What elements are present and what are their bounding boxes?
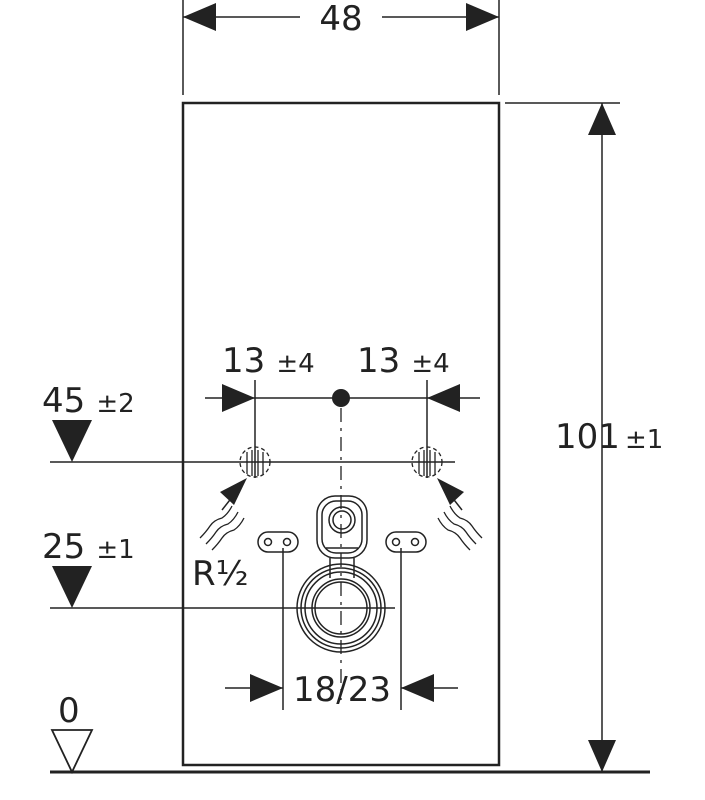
water-wave-right-icon — [437, 505, 483, 551]
flush-inlet — [316, 495, 368, 578]
center-point — [332, 389, 350, 407]
supply-pointer-left-head — [220, 478, 247, 505]
supply-connection-left — [239, 446, 271, 478]
floor-zero-marker — [50, 729, 94, 775]
bolt-spacing-label: 18/23 — [293, 670, 391, 710]
supply-connection-right — [411, 446, 443, 478]
height-arrow-bottom — [588, 740, 616, 772]
offset-arrow-right — [427, 384, 460, 412]
drain-height-label: 25 ±1 — [42, 527, 135, 567]
height-arrow-top — [588, 103, 616, 135]
supply-height-value: 45 — [42, 381, 85, 421]
drain-height-tolerance: ±1 — [96, 535, 134, 565]
left-offset-value: 13 — [222, 341, 265, 381]
height-label: 101 ±1 — [555, 417, 663, 457]
supply-height-label: 45 ±2 — [42, 381, 135, 421]
height-tolerance: ±1 — [625, 425, 663, 455]
left-offset-tolerance: ±4 — [276, 349, 314, 379]
width-arrow-left — [183, 3, 216, 31]
bolt-arrow-right — [401, 674, 434, 702]
drain-height-value: 25 — [42, 527, 85, 567]
floor-label: 0 — [58, 691, 80, 731]
water-wave-left-icon — [199, 505, 245, 551]
mounting-slot-left — [257, 531, 299, 553]
bolt-arrow-left — [250, 674, 283, 702]
right-offset-tolerance: ±4 — [411, 349, 449, 379]
supply-height-marker — [52, 420, 92, 462]
left-offset-label: 13 ±4 — [222, 341, 315, 381]
panel-outline — [181, 101, 501, 767]
width-label: 48 — [319, 0, 362, 39]
right-offset-value: 13 — [357, 341, 400, 381]
height-value: 101 — [555, 417, 620, 457]
drain-connection — [296, 563, 386, 653]
offset-arrow-left — [222, 384, 255, 412]
width-arrow-right — [466, 3, 499, 31]
drain-height-marker — [52, 566, 92, 608]
supply-height-tolerance: ±2 — [96, 389, 134, 419]
supply-pointer-right-head — [437, 478, 464, 505]
mounting-slot-right — [385, 531, 427, 553]
right-offset-label: 13 ±4 — [357, 341, 450, 381]
thread-label: R½ — [192, 554, 249, 594]
